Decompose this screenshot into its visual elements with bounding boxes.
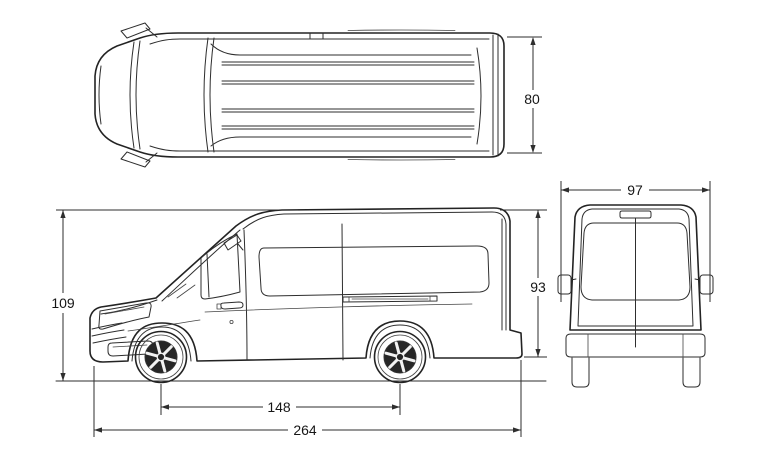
rear-mirror-right: [694, 274, 714, 295]
fender-flare-bottom: [347, 159, 456, 161]
front-door-handle: [220, 301, 244, 310]
cargo-window: [258, 245, 490, 297]
dimension-rear-width: 97: [560, 181, 711, 302]
rear-mirror-left: [557, 274, 577, 295]
quarter-glass-divider: [206, 253, 210, 298]
side-view: [55, 207, 547, 384]
body-edge-bottom: [149, 145, 490, 152]
rear-body-outline: [569, 204, 702, 331]
windshield-wipers: [167, 283, 196, 299]
fender-flare-top: [347, 29, 456, 31]
dim-label-body-height: 93: [530, 279, 546, 295]
mirror-bottom: [120, 151, 158, 168]
dimension-overall-height: 109: [51, 209, 298, 381]
windshield-top-b: [209, 37, 215, 153]
headlight: [98, 302, 152, 330]
dim-label-overall-height: 109: [51, 295, 75, 311]
dimension-overall-length: 264: [93, 360, 522, 438]
side-mirror: [223, 234, 244, 251]
top-view-body-outline: [94, 32, 505, 158]
roof-ribs: [221, 61, 475, 130]
roof-gutter-line: [242, 211, 507, 331]
headlight-inner: [104, 306, 145, 315]
front-bumper-contour: [98, 65, 102, 125]
rear-arch-inner: [369, 324, 431, 359]
dimension-top-width: 80: [507, 36, 542, 154]
front-arch-inner: [131, 326, 192, 362]
body-crease: [204, 303, 473, 313]
sliding-door-seam: [341, 223, 344, 361]
hood-seam: [100, 299, 158, 315]
front-door-window: [200, 233, 241, 300]
top-view: [94, 22, 505, 168]
rear-view: [557, 204, 714, 388]
rear-door-inset: [577, 208, 694, 327]
cowl-line-a: [129, 41, 135, 149]
dim-label-wheelbase: 148: [267, 399, 291, 415]
rear-window: [580, 222, 691, 301]
rear-wheel-right: [682, 357, 701, 388]
rear-wheel: [373, 330, 427, 384]
mirror-top: [120, 22, 158, 39]
fender-crease: [127, 319, 201, 332]
rear-bumper: [565, 333, 706, 358]
rear-wheel-left: [571, 357, 590, 388]
front-door-seam: [243, 229, 248, 361]
grille-bars: [91, 322, 127, 344]
dim-label-overall-length: 264: [293, 422, 317, 438]
roof-panel-bottom-edge: [210, 136, 472, 147]
dim-label-rear-width: 97: [627, 182, 643, 198]
cowl-line-b: [135, 40, 141, 150]
body-edge-top: [149, 38, 490, 45]
dimension-wheelbase: 148: [160, 384, 401, 415]
dimension-body-height: 93: [500, 209, 547, 358]
roof-panel-top-edge: [210, 43, 472, 56]
third-brake-light: [619, 210, 652, 219]
side-body-outline: [89, 207, 523, 363]
front-door: [200, 229, 248, 361]
roof-panel-rear-edge: [476, 47, 482, 145]
front-wheel: [134, 330, 188, 384]
sliding-door-rail: [342, 295, 438, 303]
windshield-top-a: [203, 37, 209, 153]
door-handle-tab: [309, 32, 324, 40]
dim-label-top-width: 80: [524, 91, 540, 107]
